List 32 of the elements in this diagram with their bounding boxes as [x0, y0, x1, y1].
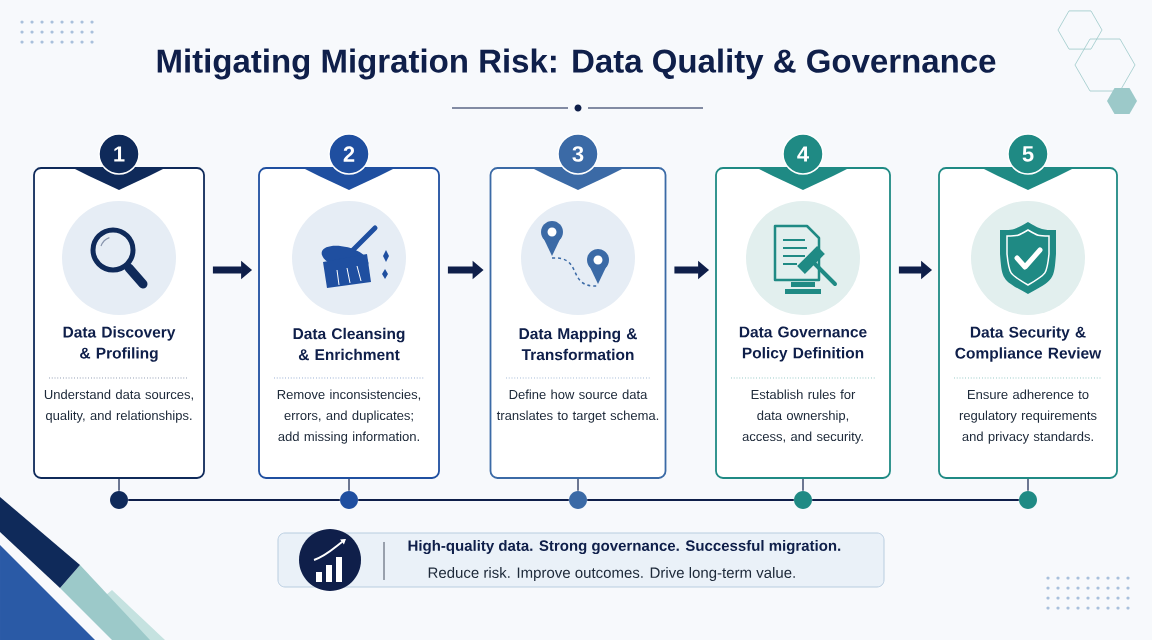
node-label: Data Discovery & Profiling: [63, 326, 176, 362]
node-label: Reduce risk. Improve outcomes. Drive long-term value.: [428, 567, 795, 581]
connector-stem: [802, 478, 804, 492]
timeline-dot: [794, 491, 812, 509]
timeline-dot: [340, 491, 358, 509]
connector-stem: [348, 478, 350, 492]
number-badge: 4: [755, 133, 851, 190]
timeline-dot: [569, 491, 587, 509]
node-label: Establish rules for data ownership, access, and security.: [742, 389, 863, 444]
node-label: Remove inconsistencies, errors, and duplicates; add missing information.: [277, 389, 421, 444]
timeline-dot: [1019, 491, 1037, 509]
diagram-title: Mitigating Migration Risk: Data Quality & Governance: [157, 48, 996, 80]
node-label: Data Governance Policy Definition: [739, 326, 867, 362]
node-label: High-quality data. Strong governance. Successful migration.: [408, 539, 841, 555]
node-label: Data Mapping & Transformation: [519, 327, 637, 361]
timeline-dot: [110, 491, 128, 509]
node-label: Data Security & Compliance Review: [955, 326, 1102, 362]
node-label: Ensure adherence to regulatory requirements and privacy standards.: [959, 389, 1097, 444]
node-label: Understand data sources, quality, and relationships.: [44, 389, 193, 423]
timeline-line: [812, 498, 1019, 502]
node-label: Define how source data translates to target schema.: [496, 389, 659, 423]
number-badge: 5: [980, 133, 1076, 190]
number-badge: 3: [530, 133, 626, 190]
node-label: Data Cleansing & Enrichment: [293, 327, 405, 361]
connector-stem: [118, 478, 120, 492]
timeline-line: [128, 498, 340, 502]
timeline-line: [358, 498, 569, 502]
timeline-line: [587, 498, 794, 502]
number-badge: 2: [301, 133, 397, 190]
connector-stem: [577, 478, 579, 492]
number-badge: 1: [71, 133, 167, 190]
connector-stem: [1027, 478, 1029, 492]
